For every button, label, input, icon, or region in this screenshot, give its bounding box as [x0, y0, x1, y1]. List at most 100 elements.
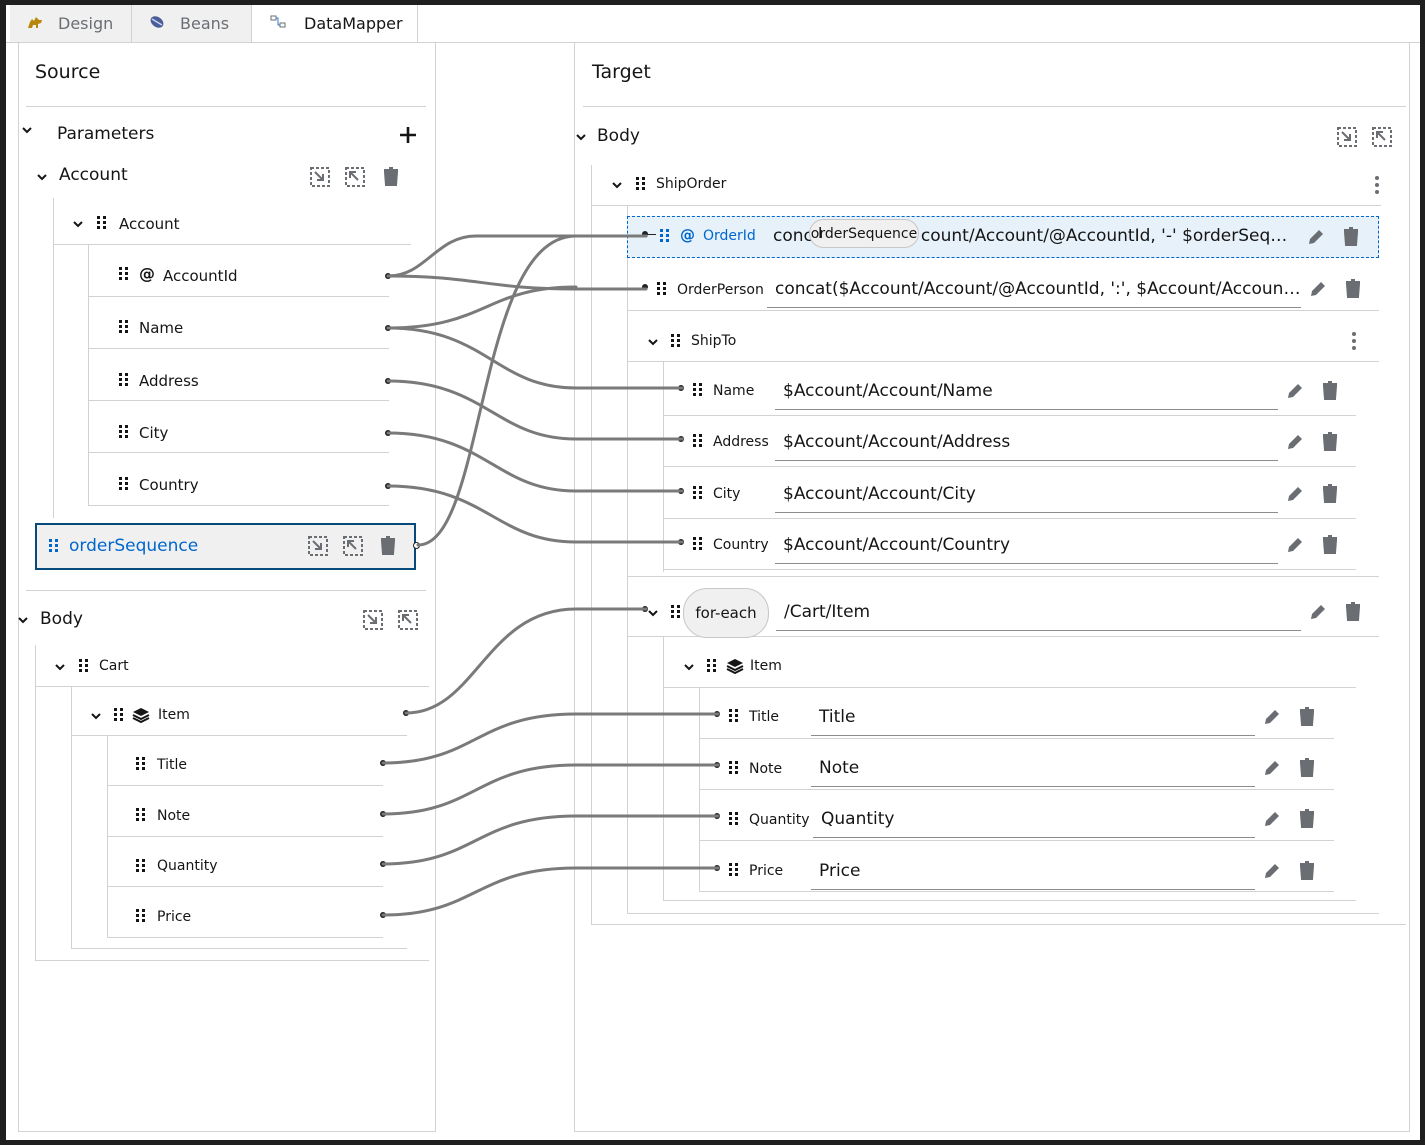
chevron-down-icon[interactable]	[35, 170, 49, 184]
connector-dot[interactable]	[642, 231, 648, 237]
connector-dot[interactable]	[403, 710, 409, 716]
drag-handle-icon[interactable]	[119, 373, 129, 387]
chevron-down-icon[interactable]	[682, 660, 696, 674]
connector-dot[interactable]	[714, 762, 720, 768]
detach-schema-icon[interactable]	[1371, 126, 1393, 148]
chevron-down-icon[interactable]	[610, 178, 624, 192]
drag-handle-icon[interactable]	[79, 659, 89, 673]
connector-dot[interactable]	[714, 865, 720, 871]
orderperson-expression-input[interactable]: concat($Account/Account/@AccountId, ':',…	[767, 270, 1301, 308]
shipto-country-expression-input[interactable]: $Account/Account/Country	[775, 526, 1278, 564]
drag-handle-icon[interactable]	[693, 434, 703, 448]
tab-beans[interactable]: Beans	[132, 5, 252, 42]
drag-handle-icon[interactable]	[119, 425, 129, 439]
attach-schema-icon[interactable]	[307, 535, 329, 557]
pencil-icon[interactable]	[1261, 757, 1283, 779]
detach-schema-icon[interactable]	[397, 609, 419, 631]
trash-icon[interactable]	[1296, 808, 1318, 830]
connector-dot[interactable]	[642, 284, 648, 290]
for-each-expression-input[interactable]: /Cart/Item	[776, 593, 1301, 631]
chevron-down-icon[interactable]	[646, 606, 660, 620]
pencil-icon[interactable]	[1307, 601, 1329, 623]
pencil-icon[interactable]	[1305, 226, 1327, 248]
quantity-expression-input[interactable]: Quantity	[813, 800, 1255, 838]
shipto-city-expression-input[interactable]: $Account/Account/City	[775, 475, 1278, 513]
trash-icon[interactable]	[1319, 483, 1341, 505]
pencil-icon[interactable]	[1307, 278, 1329, 300]
pencil-icon[interactable]	[1261, 706, 1283, 728]
add-parameter-button[interactable]	[397, 124, 419, 146]
tab-design[interactable]: Design	[10, 5, 132, 42]
drag-handle-icon[interactable]	[136, 909, 146, 923]
connector-dot[interactable]	[380, 811, 386, 817]
drag-handle-icon[interactable]	[119, 320, 129, 334]
chevron-down-icon[interactable]	[574, 130, 588, 144]
drag-handle-icon[interactable]	[657, 282, 667, 296]
drag-handle-icon[interactable]	[729, 863, 739, 877]
pencil-icon[interactable]	[1261, 860, 1283, 882]
orderid-row[interactable]	[627, 216, 1379, 258]
pencil-icon[interactable]	[1284, 534, 1306, 556]
drag-handle-icon[interactable]	[729, 761, 739, 775]
pencil-icon[interactable]	[1284, 431, 1306, 453]
drag-handle-icon[interactable]	[119, 267, 129, 281]
attach-schema-icon[interactable]	[309, 166, 331, 188]
connector-dot[interactable]	[678, 539, 684, 545]
connector-dot[interactable]	[385, 378, 391, 384]
connector-dot[interactable]	[385, 325, 391, 331]
chevron-down-icon[interactable]	[89, 709, 103, 723]
trash-icon[interactable]	[1319, 534, 1341, 556]
drag-handle-icon[interactable]	[660, 229, 670, 243]
attach-schema-icon[interactable]	[362, 609, 384, 631]
note-expression-input[interactable]: Note	[811, 749, 1255, 787]
pencil-icon[interactable]	[1261, 808, 1283, 830]
trash-icon[interactable]	[1319, 380, 1341, 402]
kebab-menu-icon[interactable]	[1370, 175, 1384, 195]
chevron-down-icon[interactable]	[646, 335, 660, 349]
drag-handle-icon[interactable]	[729, 709, 739, 723]
connector-dot[interactable]	[380, 760, 386, 766]
connector-dot[interactable]	[385, 430, 391, 436]
drag-handle-icon[interactable]	[119, 477, 129, 491]
drag-handle-icon[interactable]	[49, 539, 59, 553]
connector-dot[interactable]	[380, 912, 386, 918]
drag-handle-icon[interactable]	[636, 177, 646, 191]
trash-icon[interactable]	[1296, 860, 1318, 882]
connector-dot[interactable]	[714, 813, 720, 819]
trash-icon[interactable]	[380, 166, 402, 188]
drag-handle-icon[interactable]	[97, 216, 107, 230]
connector-dot[interactable]	[413, 542, 420, 549]
connector-dot[interactable]	[380, 861, 386, 867]
connector-dot[interactable]	[385, 273, 391, 279]
connector-dot[interactable]	[678, 488, 684, 494]
connector-dot[interactable]	[714, 711, 720, 717]
drag-handle-icon[interactable]	[729, 812, 739, 826]
kebab-menu-icon[interactable]	[1347, 331, 1361, 351]
tab-datamapper[interactable]: DataMapper	[252, 5, 418, 42]
drag-handle-icon[interactable]	[693, 486, 703, 500]
drag-handle-icon[interactable]	[136, 757, 146, 771]
pencil-icon[interactable]	[1284, 483, 1306, 505]
drag-handle-icon[interactable]	[136, 808, 146, 822]
drag-handle-icon[interactable]	[136, 859, 146, 873]
chevron-down-icon[interactable]	[20, 123, 34, 137]
chevron-down-icon[interactable]	[16, 613, 30, 627]
title-expression-input[interactable]: Title	[811, 698, 1255, 736]
chevron-down-icon[interactable]	[71, 217, 85, 231]
drag-handle-icon[interactable]	[707, 659, 717, 673]
connector-dot[interactable]	[385, 483, 391, 489]
trash-icon[interactable]	[1342, 278, 1364, 300]
pencil-icon[interactable]	[1284, 380, 1306, 402]
drag-handle-icon[interactable]	[693, 537, 703, 551]
drag-handle-icon[interactable]	[671, 605, 681, 619]
trash-icon[interactable]	[1296, 757, 1318, 779]
price-expression-input[interactable]: Price	[811, 852, 1255, 890]
detach-schema-icon[interactable]	[342, 535, 364, 557]
chevron-down-icon[interactable]	[53, 660, 67, 674]
trash-icon[interactable]	[1296, 706, 1318, 728]
trash-icon[interactable]	[1342, 601, 1364, 623]
trash-icon[interactable]	[377, 535, 399, 557]
connector-dot[interactable]	[678, 385, 684, 391]
drag-handle-icon[interactable]	[114, 708, 124, 722]
trash-icon[interactable]	[1340, 226, 1362, 248]
